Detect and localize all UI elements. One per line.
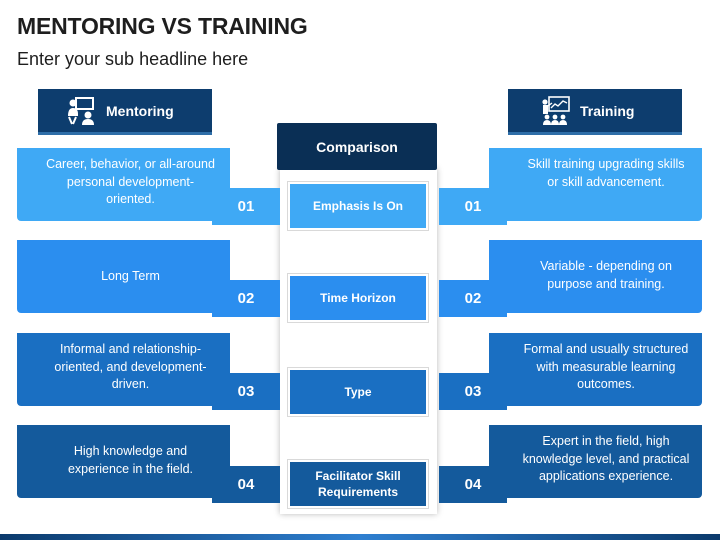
training-text-1: Skill training upgrading skills or skill…: [527, 157, 685, 189]
mentoring-text-4: High knowledge and experience in the fie…: [67, 444, 194, 476]
training-text-3: Formal and usually structured with measu…: [523, 342, 689, 391]
page-title: MENTORING VS TRAINING: [17, 13, 308, 39]
training-header-label: Training: [580, 102, 635, 119]
mentoring-row-3: Informal and relationship-oriented, and …: [17, 333, 230, 406]
number-right-3: 03: [439, 373, 507, 410]
number-right-1: 01: [439, 188, 507, 225]
training-text-2: Variable - depending on purpose and trai…: [540, 259, 672, 291]
number-right-2: 02: [439, 280, 507, 317]
aspect-box-2: Time Horizon: [288, 274, 428, 322]
training-row-1: Skill training upgrading skills or skill…: [489, 148, 702, 221]
mentor-icon: [68, 96, 94, 125]
training-row-3: Formal and usually structured with measu…: [489, 333, 702, 406]
training-text-4: Expert in the field, high knowledge leve…: [522, 434, 690, 483]
mentoring-text-3: Informal and relationship-oriented, and …: [54, 342, 207, 391]
number-right-4: 04: [439, 466, 507, 503]
number-left-3: 03: [212, 373, 280, 410]
mentoring-text-2: Long Term: [101, 269, 160, 283]
training-row-2: Variable - depending on purpose and trai…: [489, 240, 702, 313]
training-row-4: Expert in the field, high knowledge leve…: [489, 425, 702, 498]
mentoring-header-label: Mentoring: [106, 102, 174, 119]
aspect-box-1: Emphasis Is On: [288, 182, 428, 230]
number-left-1: 01: [212, 188, 280, 225]
aspect-box-3: Type: [288, 368, 428, 416]
mentoring-row-4: High knowledge and experience in the fie…: [17, 425, 230, 498]
page-subtitle: Enter your sub headline here: [17, 49, 249, 69]
aspect-box-4: Facilitator Skill Requirements: [288, 460, 428, 508]
mentoring-header: Mentoring: [38, 89, 212, 135]
bottom-accent-bar: [0, 534, 720, 540]
training-header: Training: [508, 89, 682, 135]
number-left-2: 02: [212, 280, 280, 317]
mentoring-row-1: Career, behavior, or all-around personal…: [17, 148, 230, 221]
presentation-icon: [542, 95, 570, 125]
mentoring-row-2: Long Term: [17, 240, 230, 313]
mentoring-text-1: Career, behavior, or all-around personal…: [46, 157, 215, 206]
number-left-4: 04: [212, 466, 280, 503]
comparison-header: Comparison: [277, 123, 437, 170]
